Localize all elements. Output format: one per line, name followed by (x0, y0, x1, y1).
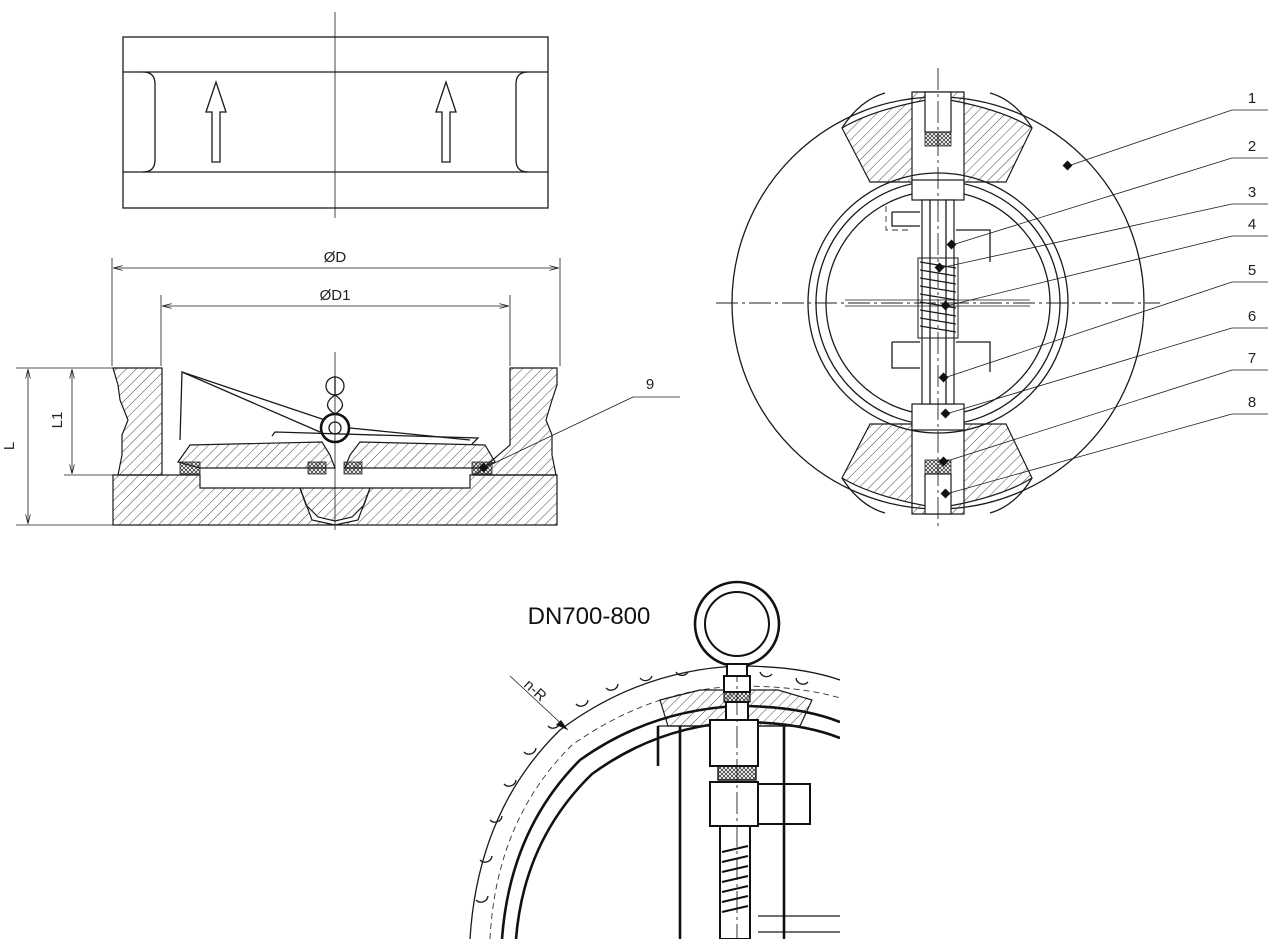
dim-od-label: ØD (324, 249, 347, 266)
callout-4: 4 (1248, 216, 1256, 233)
callout-3: 3 (1248, 184, 1256, 201)
flow-arrow-icon (205, 79, 227, 163)
section-view (16, 258, 680, 530)
dim-length1-label: L1 (49, 412, 66, 429)
top-view (122, 12, 549, 218)
dim-od1-label: ØD1 (320, 287, 351, 304)
callout-9: 9 (646, 376, 654, 393)
end-view (716, 68, 1268, 530)
callout-5: 5 (1248, 262, 1256, 279)
flow-arrow-icon (435, 79, 457, 163)
detail-radius-label: n-R (520, 676, 549, 705)
dim-length-label: L (1, 442, 18, 450)
callout-1: 1 (1248, 90, 1256, 107)
callout-6: 6 (1248, 308, 1256, 325)
detail-view (469, 580, 840, 939)
callout-2: 2 (1248, 138, 1256, 155)
callout-8: 8 (1248, 394, 1256, 411)
detail-title: DN700-800 (528, 603, 651, 630)
callout-7: 7 (1248, 350, 1256, 367)
